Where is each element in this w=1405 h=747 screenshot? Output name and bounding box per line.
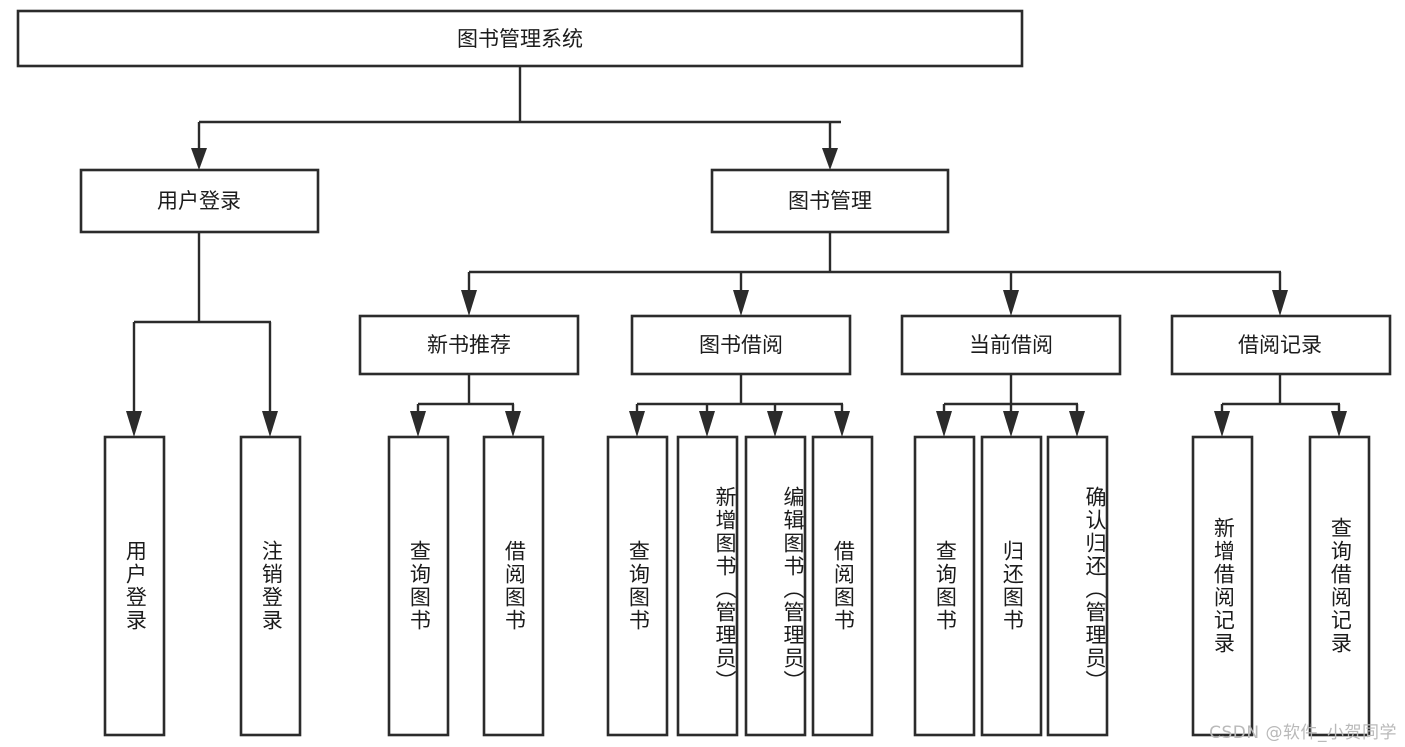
connector-userlogin-to-leaves <box>126 232 278 437</box>
connector-bookborrow-to-leaves <box>629 374 850 437</box>
arrowhead-to-book-borrow <box>733 290 749 316</box>
arrowhead-bookborrow-leaf-4 <box>834 411 850 437</box>
connector-bookmanage-to-level2 <box>461 232 1288 316</box>
connector-root-to-level1 <box>191 66 841 170</box>
label-user-login: 用户登录 <box>157 189 241 213</box>
arrowhead-currentborrow-leaf-3 <box>1069 411 1085 437</box>
node-box-new-book-recommend[interactable] <box>358 314 580 376</box>
node-box-leaf-current-query[interactable] <box>913 435 976 737</box>
node-box-leaf-newbook-query[interactable] <box>387 435 450 737</box>
node-box-leaf-record-add[interactable] <box>1191 435 1254 737</box>
arrowhead-leaf-user-login <box>126 411 142 437</box>
label-new-book-recommend: 新书推荐 <box>427 333 511 357</box>
label-borrow-record: 借阅记录 <box>1238 333 1322 357</box>
node-box-leaf-borrow-lend[interactable] <box>811 435 874 737</box>
label-current-borrow: 当前借阅 <box>969 333 1053 357</box>
node-box-current-borrow[interactable] <box>900 314 1122 376</box>
node-box-book-borrow[interactable] <box>630 314 852 376</box>
node-box-leaf-borrow-add[interactable] <box>676 435 739 737</box>
arrowhead-borrowrecord-leaf-2 <box>1331 411 1347 437</box>
arrowhead-bookborrow-leaf-2 <box>699 411 715 437</box>
label-book-manage: 图书管理 <box>788 189 872 213</box>
connector-newbook-to-leaves <box>410 374 521 437</box>
label-root: 图书管理系统 <box>457 27 583 51</box>
arrowhead-borrowrecord-leaf-1 <box>1214 411 1230 437</box>
node-box-leaf-newbook-borrow[interactable] <box>482 435 545 737</box>
arrowhead-to-current-borrow <box>1003 290 1019 316</box>
arrowhead-currentborrow-leaf-2 <box>1003 411 1019 437</box>
arrowhead-bookborrow-leaf-1 <box>629 411 645 437</box>
arrowhead-to-book-manage <box>822 148 838 170</box>
arrowhead-newbook-leaf-1 <box>410 411 426 437</box>
connector-currentborrow-to-leaves <box>936 374 1085 437</box>
arrowhead-currentborrow-leaf-1 <box>936 411 952 437</box>
node-box-leaf-borrow-query[interactable] <box>606 435 669 737</box>
node-box-borrow-record[interactable] <box>1170 314 1392 376</box>
node-box-leaf-logout[interactable] <box>239 435 302 737</box>
node-box-leaf-user-login[interactable] <box>103 435 166 737</box>
connector-borrowrecord-to-leaves <box>1214 374 1347 437</box>
node-box-leaf-current-confirm[interactable] <box>1046 435 1109 737</box>
node-box-root[interactable] <box>16 9 1024 68</box>
node-box-leaf-borrow-edit[interactable] <box>744 435 807 737</box>
csdn-watermark: CSDN @软件_小贺同学 <box>1209 723 1397 743</box>
node-box-book-manage[interactable] <box>710 168 950 234</box>
node-box-user-login[interactable] <box>79 168 320 234</box>
arrowhead-to-user-login <box>191 148 207 170</box>
node-box-leaf-record-query[interactable] <box>1308 435 1371 737</box>
arrowhead-to-new-book <box>461 290 477 316</box>
arrowhead-bookborrow-leaf-3 <box>767 411 783 437</box>
arrowhead-newbook-leaf-2 <box>505 411 521 437</box>
arrowhead-leaf-logout <box>262 411 278 437</box>
label-book-borrow: 图书借阅 <box>699 333 783 357</box>
node-box-leaf-current-return[interactable] <box>980 435 1043 737</box>
arrowhead-to-borrow-record <box>1272 290 1288 316</box>
